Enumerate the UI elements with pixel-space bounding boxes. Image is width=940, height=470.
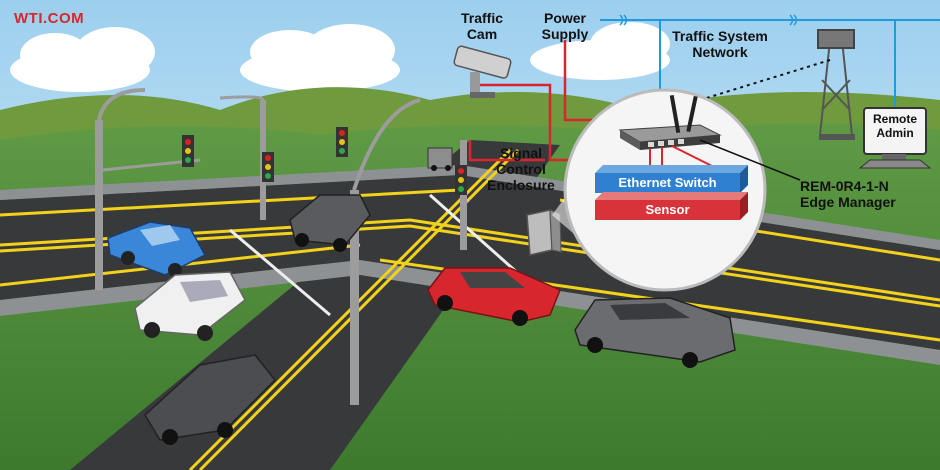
traffic-cam-icon (453, 45, 512, 98)
ethernet-switch-label: Ethernet Switch (618, 175, 717, 190)
label-enclosure-line-3: Enclosure (487, 177, 555, 193)
label-edge-manager-line-2: Edge Manager (800, 194, 896, 210)
car-gray (289, 194, 371, 252)
car-dark (144, 354, 277, 445)
cell-tower-icon (817, 29, 855, 140)
label-remote-admin: Remote Admin (866, 112, 924, 140)
cloud-middle (240, 24, 400, 92)
label-power-supply-line-2: Supply (541, 26, 589, 42)
truck-distant (427, 147, 453, 171)
label-power-supply: Power Supply (532, 10, 598, 42)
label-signal-control-enclosure: Signal Control Enclosure (485, 145, 557, 193)
car-silver (574, 297, 736, 368)
label-traffic-cam: Traffic Cam (452, 10, 512, 42)
label-traffic-cam-line-1: Traffic (460, 10, 503, 26)
label-edge-manager: REM-0R4-1-N Edge Manager (800, 178, 925, 210)
label-network-line-2: Network (692, 44, 748, 60)
stop-lines (229, 193, 521, 317)
sensor-label: Sensor (645, 202, 690, 217)
label-enclosure-line-2: Control (496, 161, 546, 177)
car-white (134, 271, 246, 341)
label-remote-admin-line-2: Admin (876, 126, 914, 140)
label-enclosure-line-1: Signal (499, 145, 542, 161)
car-blue (107, 221, 207, 277)
label-traffic-system-network: Traffic System Network (660, 28, 780, 60)
sensor-bar (595, 192, 748, 220)
edge-manager-leader (699, 139, 801, 181)
cloud-left (10, 27, 155, 92)
signal-control-enclosure-icon (526, 209, 562, 256)
label-power-supply-line-1: Power (543, 10, 586, 26)
wireless-link (699, 59, 831, 101)
car-red (427, 267, 561, 326)
ethernet-switch-bar (595, 165, 748, 193)
edge-manager-device-icon (618, 94, 722, 150)
traffic-light-icon (182, 127, 467, 195)
label-network-line-1: Traffic System (672, 28, 768, 44)
remote-admin-computer-icon (858, 107, 932, 169)
brand-logo-text: WTI.COM (14, 10, 85, 27)
sidewalk-edge-top (0, 165, 940, 250)
label-traffic-cam-line-2: Cam (466, 26, 498, 42)
label-edge-manager-line-1: REM-0R4-1-N (800, 178, 889, 194)
network-break-marks (619, 14, 798, 26)
label-remote-admin-line-1: Remote (872, 112, 917, 126)
